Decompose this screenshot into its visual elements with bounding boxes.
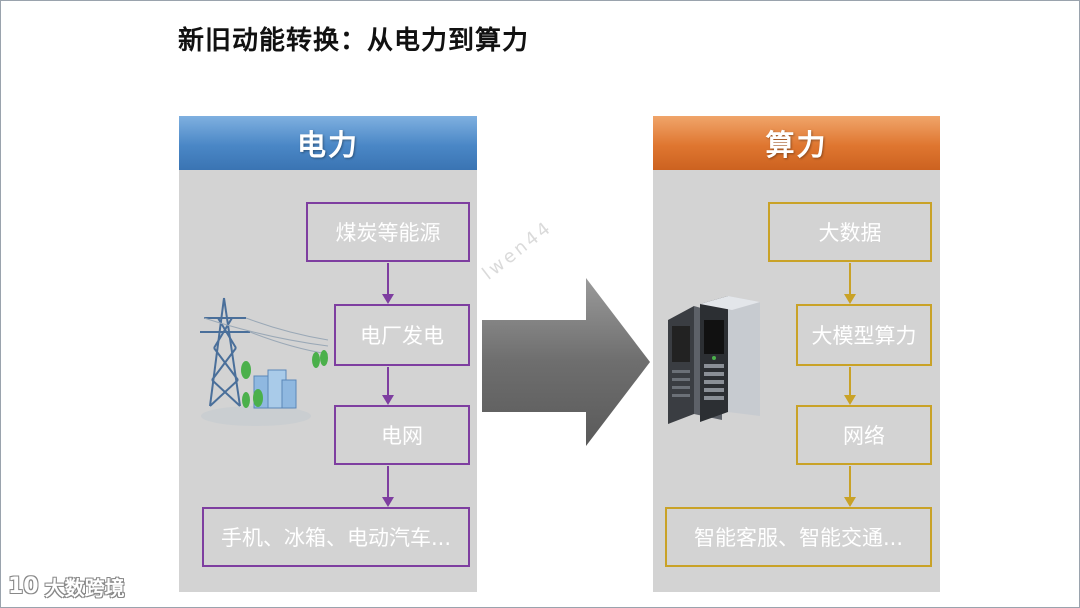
step-network: 网络	[796, 405, 932, 465]
electricity-header: 电力	[179, 116, 477, 170]
computing-header: 算力	[653, 116, 940, 170]
logo-mark-icon: 10	[8, 574, 39, 599]
step-appliances: 手机、冰箱、电动汽车...	[202, 507, 470, 567]
step-power-plant: 电厂发电	[334, 304, 470, 366]
server-icon	[668, 296, 760, 424]
slide-title: 新旧动能转换：从电力到算力	[178, 26, 530, 56]
transition-arrow	[482, 278, 650, 446]
step-model-compute: 大模型算力	[796, 304, 932, 366]
power-tower-icon	[200, 297, 329, 426]
step-smart-services: 智能客服、智能交通...	[665, 507, 932, 567]
brand-logo: 10 大数跨境	[8, 572, 125, 601]
step-coal-energy: 煤炭等能源	[306, 202, 470, 262]
electricity-panel	[179, 168, 477, 592]
step-big-data: 大数据	[768, 202, 932, 262]
step-power-grid: 电网	[334, 405, 470, 465]
logo-text: 大数跨境	[44, 576, 125, 600]
